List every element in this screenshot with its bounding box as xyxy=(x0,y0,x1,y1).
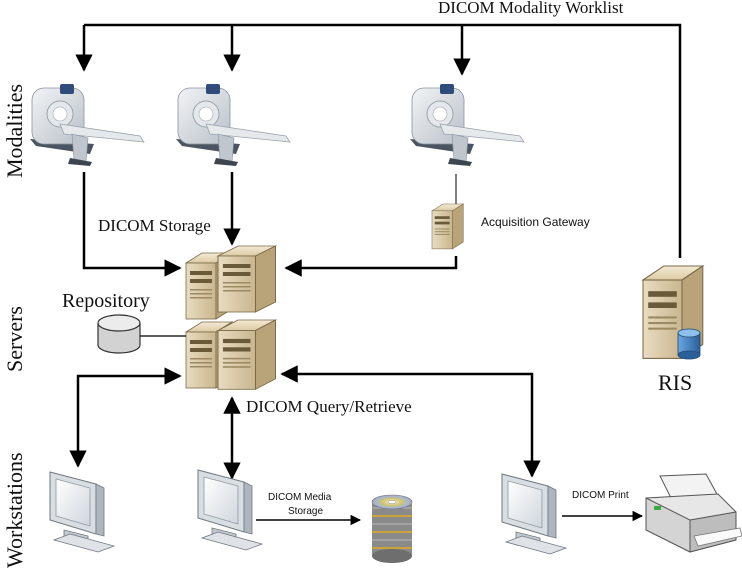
ris-server xyxy=(642,265,704,360)
query-retrieve-label: DICOM Query/Retrieve xyxy=(246,397,412,416)
repository-disk-icon xyxy=(97,314,141,354)
storage-connectors xyxy=(82,172,458,277)
row-label-modalities: Modalities xyxy=(2,84,27,178)
worklist-connector xyxy=(75,23,682,258)
workstation-2 xyxy=(197,469,263,551)
workstation-1 xyxy=(49,471,115,553)
workstation-3 xyxy=(501,473,567,555)
ct-scanner-2 xyxy=(175,83,291,167)
media-storage-label-line2: Storage xyxy=(288,506,323,517)
printer-icon xyxy=(645,473,742,553)
gateway-label: Acquisition Gateway xyxy=(481,215,590,229)
media-storage-label-line1: DICOM Media xyxy=(268,492,332,503)
query-retrieve-connectors xyxy=(69,365,541,480)
ris-label: RIS xyxy=(658,370,692,395)
repository-label: Repository xyxy=(62,290,150,312)
row-label-workstations: Workstations xyxy=(2,452,27,568)
ct-scanner-3 xyxy=(409,83,525,167)
central-server-cluster xyxy=(185,245,277,390)
cd-stack-icon xyxy=(371,494,413,563)
storage-label: DICOM Storage xyxy=(98,216,211,235)
row-label-servers: Servers xyxy=(2,306,27,372)
ct-scanner-1 xyxy=(29,83,145,167)
acquisition-gateway-server xyxy=(431,203,464,250)
worklist-label: DICOM Modality Worklist xyxy=(438,0,624,17)
print-label: DICOM Print xyxy=(572,490,629,501)
